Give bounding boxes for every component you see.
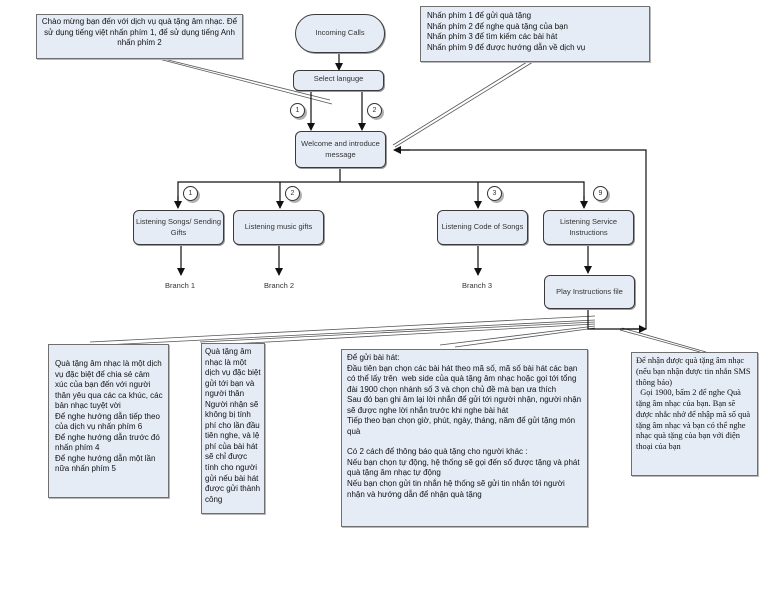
option-badge-9: 9: [593, 186, 608, 201]
send-note-line: Nếu bạn chọn gửi tin nhắn hệ thống sẽ gử…: [347, 479, 568, 499]
edge-return-to-welcome: [400, 149, 647, 329]
send-note-line: Có 2 cách để thông báo quà tặng cho ngườ…: [347, 447, 528, 457]
edge-play-loop: [587, 308, 644, 330]
branch-label-2: Branch 2: [264, 281, 295, 290]
send-note-line: Nếu bạn chọn tự động, hệ thống sẽ gọi đế…: [347, 457, 582, 478]
service-note-line: Để nghe hướng dẫn tiếp theo của dịch vụ …: [55, 411, 163, 432]
menu-note: Nhấn phím 1 để gửi quà tặng Nhấn phím 2 …: [420, 6, 650, 62]
node-select-language: Select languge: [293, 70, 384, 91]
receive-gift-note: Để nhận được quà tặng âm nhạc (nếu bạn n…: [631, 352, 758, 476]
node-play-instructions: Play Instructions file: [544, 275, 635, 309]
service-instructions-note: Quà tặng âm nhạc là một dịch vụ đặc biệt…: [48, 344, 169, 498]
service-note-line: Để nghe hướng dẫn một lần nữa nhấn phím …: [55, 453, 158, 474]
option-badge-3: 3: [487, 186, 502, 201]
menu-note-line: Nhấn phím 9 để được hướng dẫn về dịch vụ: [427, 42, 586, 52]
option-badge-lang-2: 2: [367, 103, 382, 118]
service-note-line: Quà tặng âm nhạc là một dịch vụ đặc biệt…: [55, 359, 165, 411]
callout-tail-menu-note: [392, 61, 534, 148]
menu-note-line: Nhấn phím 3 để tìm kiếm các bài hát: [427, 32, 558, 42]
send-note-line: Sau đó bạn ghi âm lại lời nhắn để gửi tớ…: [347, 395, 584, 415]
gift-note-line: Quà tặng âm nhạc là một dịch vụ đặc biệt…: [205, 347, 263, 399]
option-badge-2: 2: [285, 186, 300, 201]
option-badge-lang-1: 1: [290, 103, 305, 118]
branch-label-1: Branch 1: [165, 281, 196, 290]
service-note-line: Để nghe hướng dẫn trước đó nhấn phím 4: [55, 432, 163, 453]
callout-tail-send-note: [439, 325, 596, 348]
callout-tail-welcome-note: [154, 57, 333, 105]
menu-note-line: Nhấn phím 2 để nghe quà tặng của bạn: [427, 21, 568, 31]
node-listening-gifts: Listening music gifts: [233, 210, 324, 245]
callout-tails: [89, 57, 707, 353]
callout-tail-receive-note: [619, 327, 707, 353]
music-gift-note: Quà tặng âm nhạc là một dịch vụ đặc biệt…: [201, 343, 265, 514]
send-note-line: Để gửi bài hát:: [347, 353, 400, 362]
receive-note-line: Để nhận được quà tặng âm nhạc (nếu bạn n…: [636, 356, 753, 387]
option-badge-1: 1: [183, 186, 198, 201]
node-listening-songs: Listening Songs/ Sending Gifts: [133, 210, 224, 245]
welcome-note-line: Chào mừng bạn đến với dịch vụ quà tặng â…: [41, 17, 240, 48]
edge-menu-bus: [177, 181, 585, 206]
node-listening-code: Listening Code of Songs: [437, 210, 528, 245]
send-note-line: Đầu tiên bạn chọn các bài hát theo mã số…: [347, 363, 580, 394]
gift-note-line: Người nhận sẽ không bị tính phí cho lần …: [205, 399, 263, 504]
send-note-line: [347, 437, 582, 447]
send-note-line: Tiếp theo bạn chọn giờ, phút, ngày, thán…: [347, 416, 578, 436]
node-welcome-message: Welcome and introduce message: [295, 131, 386, 168]
welcome-note: Chào mừng bạn đến với dịch vụ quà tặng â…: [36, 14, 243, 59]
connectors: [174, 52, 647, 333]
send-song-note: Để gửi bài hát: Đầu tiên bạn chọn các bà…: [341, 349, 588, 527]
menu-note-line: Nhấn phím 1 để gửi quà tặng: [427, 11, 532, 20]
callout-tail-service-note: [89, 315, 596, 346]
receive-note-line: Gọi 1900, bấm 2 để nghe Quà tặng âm nhạc…: [636, 388, 753, 451]
node-listening-service: Listening Service Instructions: [543, 210, 634, 245]
node-incoming-calls: Incoming Calls: [295, 14, 385, 53]
callout-tail-gift-note: [199, 321, 596, 346]
branch-label-3: Branch 3: [462, 281, 493, 290]
